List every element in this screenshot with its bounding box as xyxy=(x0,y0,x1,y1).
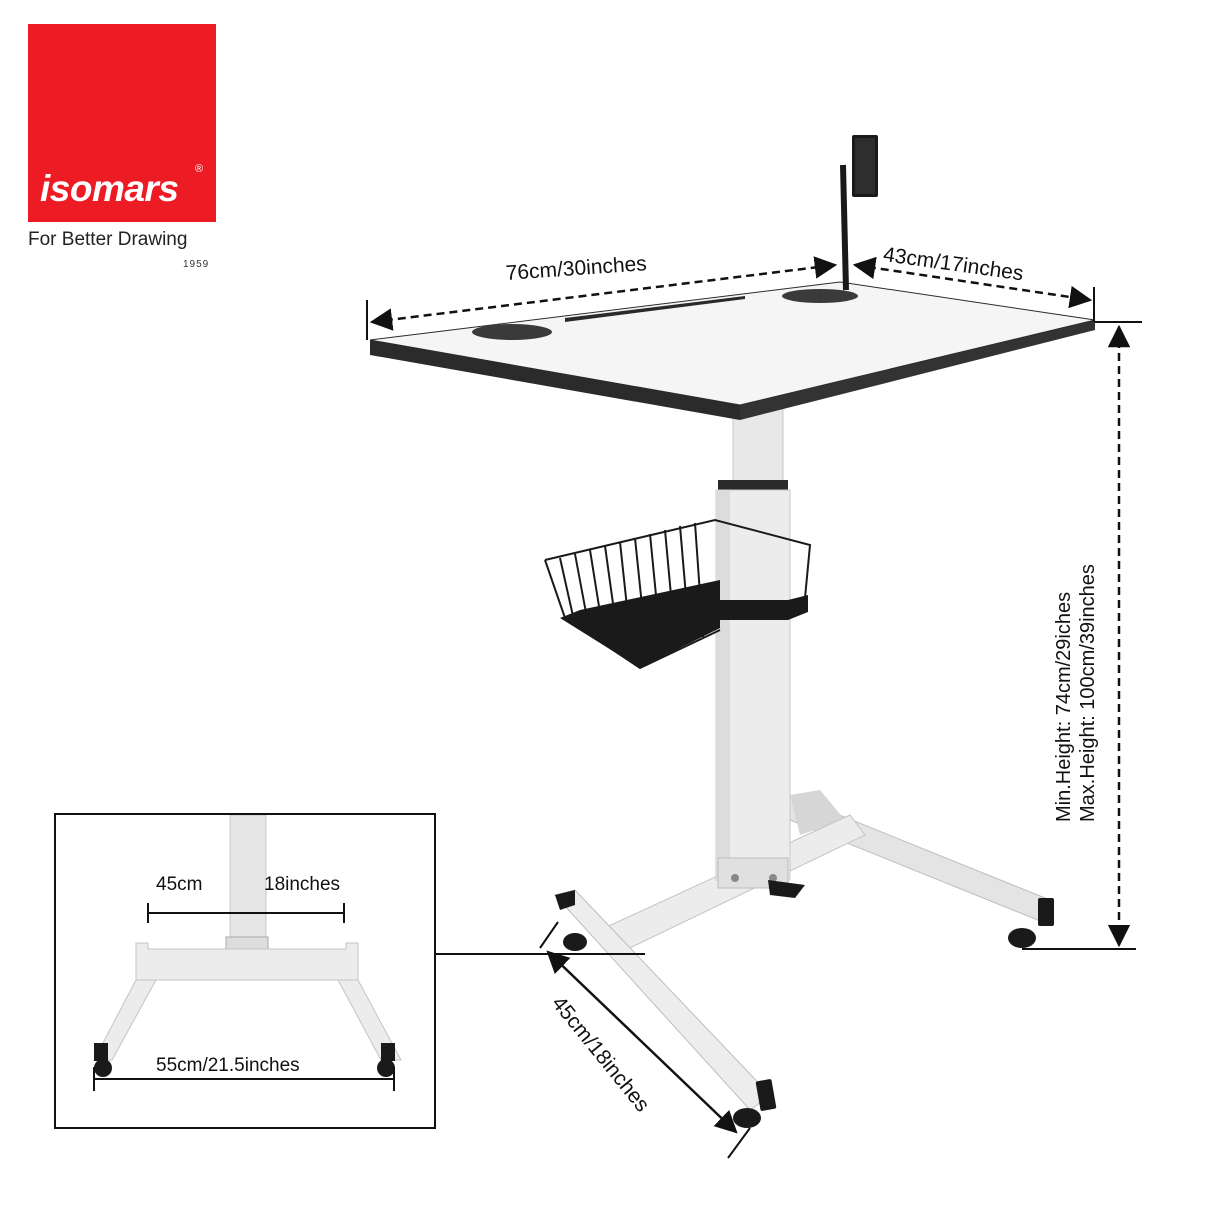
base-front-view xyxy=(93,814,402,1091)
height-lever xyxy=(768,880,805,898)
registered-mark: ® xyxy=(195,163,204,175)
base-detail-inset xyxy=(54,813,436,1129)
inset-span-cm-label: 45cm xyxy=(156,874,203,895)
brand-logo: isomars ® xyxy=(28,24,216,222)
basket-tray xyxy=(560,580,720,668)
leg-dimension xyxy=(432,921,751,1159)
height-dimension xyxy=(1022,321,1142,950)
brand-name: isomars xyxy=(40,168,179,209)
width-dimension xyxy=(366,256,838,340)
tablet-holder xyxy=(840,135,878,291)
max-height-label: Max.Height: 100cm/39inches xyxy=(1077,564,1099,822)
inset-base-width-label: 55cm/21.5inches xyxy=(156,1055,300,1076)
inset-span-in-label: 18inches xyxy=(264,874,341,895)
min-height-label: Min.Height: 74cm/29iches xyxy=(1053,591,1075,822)
height-label: Min.Height: 74cm/29iches Max.Height: 100… xyxy=(1052,564,1100,822)
cup-holder-right xyxy=(782,289,858,303)
depth-dimension xyxy=(852,256,1095,322)
brand-year: 1959 xyxy=(183,259,210,270)
column xyxy=(715,389,805,898)
basket-clamp xyxy=(716,600,788,620)
desktop xyxy=(369,281,1096,420)
cup-holder-left xyxy=(472,324,552,340)
brand-tagline: For Better Drawing xyxy=(28,229,188,250)
